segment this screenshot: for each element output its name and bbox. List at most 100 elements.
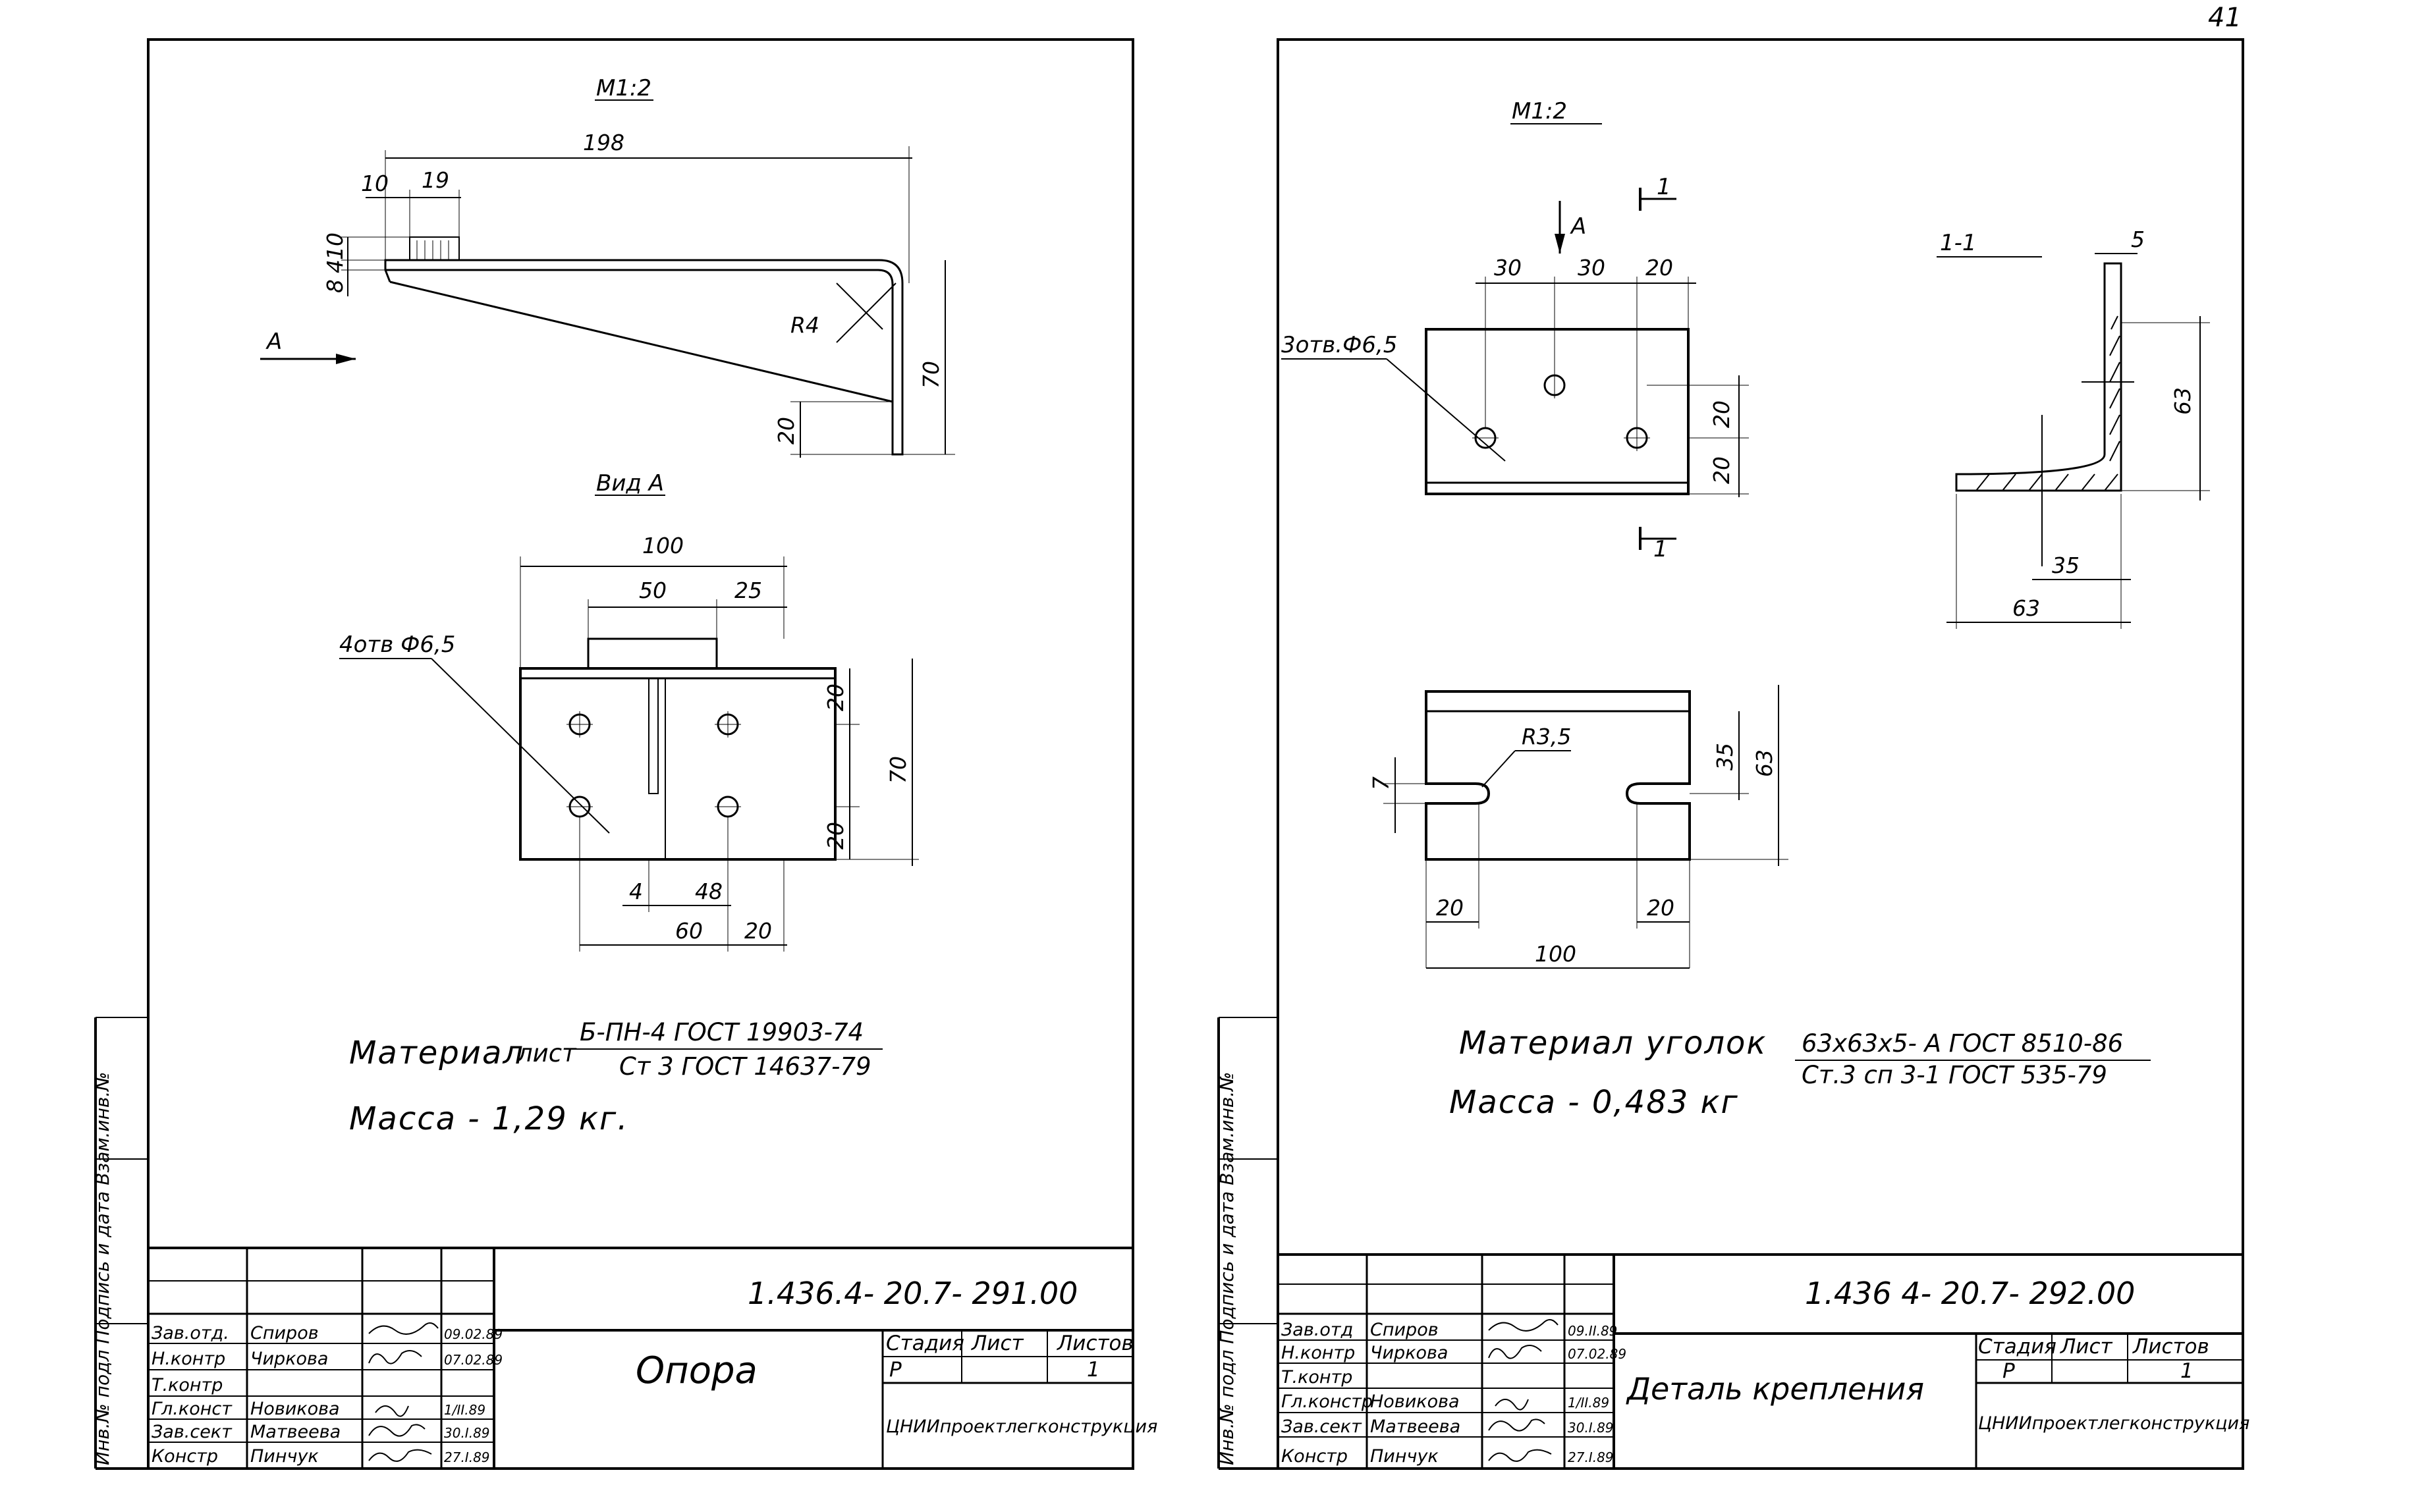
- left-row-role: Гл.конст: [152, 1399, 233, 1419]
- dim-20-bot-view: 20: [823, 822, 848, 850]
- right-row-role: Н.контр: [1281, 1343, 1355, 1363]
- right-signatures: [1488, 1318, 1559, 1462]
- left-head-sheet: Лист: [971, 1332, 1024, 1355]
- dim-7: 7: [1368, 776, 1394, 790]
- dim-30-b: 30: [1578, 255, 1605, 281]
- left-title-block: 1.436.4- 20.7- 291.00 Опора Стадия Лист …: [147, 1247, 1157, 1470]
- left-signatures: [368, 1322, 439, 1462]
- left-sheet: Инв.№ подл Подпись и дата Взам.инв.№ М1:…: [92, 38, 1157, 1470]
- left-head-sheets: Листов: [1057, 1332, 1134, 1355]
- right-cut-label-top: 1: [1657, 174, 1671, 200]
- left-material-kind: лист: [516, 1039, 577, 1067]
- left-row-name: Чиркова: [250, 1349, 328, 1369]
- right-head-sheet: Лист: [2060, 1335, 2113, 1359]
- left-sheets-count: 1: [1087, 1358, 1100, 1382]
- dim-4-view: 4: [629, 878, 643, 904]
- dim-70: 70: [918, 361, 944, 389]
- dim-19: 19: [422, 167, 449, 193]
- left-row-date: 07.02.89: [444, 1352, 503, 1368]
- dim-4: 4: [322, 259, 348, 273]
- dim-63-vert: 63: [2170, 387, 2195, 415]
- left-material-top: Б-ПН-4 ГОСТ 19903-74: [580, 1018, 864, 1046]
- dim-5: 5: [2131, 227, 2145, 252]
- right-section-label: 1-1: [1940, 230, 1977, 256]
- dim-10-side: 10: [322, 232, 348, 260]
- right-material-top: 63х63х5- А ГОСТ 8510-86: [1802, 1029, 2123, 1058]
- left-side-stamp: Инв.№ подл Подпись и дата Взам.инв.№: [92, 1072, 113, 1465]
- right-organization: ЦНИИпроектлегконструкция: [1978, 1413, 2249, 1434]
- right-stage: Р: [2002, 1359, 2015, 1383]
- left-row-date: 1/II.89: [444, 1402, 485, 1418]
- left-row-date: 30.I.89: [444, 1425, 490, 1441]
- left-stage: Р: [889, 1358, 902, 1382]
- right-material-bottom: Ст.3 сп 3-1 ГОСТ 535-79: [1802, 1061, 2107, 1089]
- right-material-label: Материал уголок: [1459, 1025, 1767, 1062]
- dim-48: 48: [695, 878, 723, 904]
- right-scale: М1:2: [1512, 98, 1567, 124]
- dim-198: 198: [583, 130, 624, 155]
- dim-63-horiz: 63: [2012, 595, 2040, 621]
- right-holes-note: 3отв.Ф6,5: [1281, 332, 1397, 358]
- right-row-role: Зав.сект: [1281, 1417, 1362, 1437]
- dim-20-plan-top: 20: [1645, 255, 1673, 281]
- right-doc-number: 1.436 4- 20.7- 292.00: [1805, 1276, 2135, 1311]
- right-row-name: Спиров: [1370, 1320, 1439, 1340]
- left-row-role: Т.контр: [152, 1375, 223, 1395]
- right-slot-view: R3,5 7 35 63 20 20 100: [1368, 685, 1788, 969]
- left-row-name: Новикова: [250, 1399, 340, 1419]
- right-row-name: Пинчук: [1370, 1446, 1439, 1467]
- right-head-sheets: Листов: [2132, 1335, 2209, 1359]
- left-scale: М1:2: [596, 75, 651, 101]
- right-row-date: 09.II.89: [1568, 1323, 1617, 1339]
- right-title-block: 1.436 4- 20.7- 292.00 Деталь крепления С…: [1277, 1253, 2249, 1470]
- dim-50: 50: [639, 578, 667, 603]
- dim-20-bottom: 20: [744, 918, 772, 944]
- dim-10-top: 10: [361, 171, 389, 196]
- left-mass: Масса - 1,29 кг.: [349, 1100, 628, 1137]
- dim-20-plan-a: 20: [1709, 400, 1734, 428]
- dim-35-section: 35: [2052, 553, 2080, 578]
- right-sheets-count: 1: [2180, 1359, 2193, 1383]
- left-holes-note: 4отв Ф6,5: [339, 632, 455, 658]
- right-section-1-1: 1-1 5 63: [1937, 227, 2210, 629]
- right-row-role: Гл.констр: [1281, 1391, 1373, 1412]
- right-row-name: Новикова: [1370, 1391, 1460, 1412]
- right-plan-view: 30 30 20 20 20 3отв.Ф6,5 А 1 1: [1281, 174, 1749, 562]
- dim-25: 25: [734, 578, 762, 603]
- left-row-name: Спиров: [250, 1323, 319, 1343]
- right-mass: Масса - 0,483 кг: [1449, 1084, 1739, 1121]
- right-row-role: Т.контр: [1281, 1367, 1352, 1388]
- right-row-role: Констр: [1281, 1446, 1348, 1467]
- dim-20-slot-left: 20: [1436, 895, 1464, 921]
- left-head-stage: Стадия: [886, 1332, 964, 1355]
- left-row-name: Пинчук: [250, 1446, 319, 1467]
- left-row-role: Констр: [152, 1446, 218, 1467]
- right-side-stamp: Инв.№ подл Подпись и дата Взам.инв.№: [1216, 1072, 1238, 1465]
- dim-r4: R4: [790, 312, 819, 338]
- dim-100-left: 100: [642, 533, 684, 558]
- right-arrow-label: А: [1570, 213, 1586, 240]
- left-frame: [147, 38, 1134, 1470]
- right-material: Материал уголок 63х63х5- А ГОСТ 8510-86 …: [1449, 1025, 2151, 1121]
- left-row-date: 27.I.89: [444, 1449, 490, 1465]
- right-row-name: Чиркова: [1370, 1343, 1448, 1363]
- right-title: Деталь крепления: [1626, 1371, 1924, 1407]
- left-arrow-label: А: [265, 329, 282, 355]
- left-organization: ЦНИИпроектлегконструкция: [886, 1417, 1157, 1437]
- dim-60: 60: [675, 918, 703, 944]
- dim-r3-5: R3,5: [1522, 724, 1571, 749]
- dim-70-view: 70: [885, 756, 911, 784]
- dim-30-a: 30: [1494, 255, 1522, 281]
- page-number: 41: [2208, 3, 2242, 33]
- right-row-date: 07.02.89: [1568, 1346, 1626, 1362]
- right-row-date: 27.I.89: [1568, 1449, 1614, 1465]
- left-title: Опора: [636, 1349, 758, 1392]
- left-row-role: Зав.отд.: [152, 1323, 229, 1343]
- dim-35-slot: 35: [1712, 743, 1738, 770]
- left-doc-number: 1.436.4- 20.7- 291.00: [748, 1276, 1078, 1311]
- dim-63-slot: 63: [1752, 749, 1777, 777]
- left-material-label: Материал: [349, 1035, 524, 1071]
- left-row-role: Н.контр: [152, 1349, 225, 1369]
- right-row-date: 30.I.89: [1568, 1420, 1614, 1436]
